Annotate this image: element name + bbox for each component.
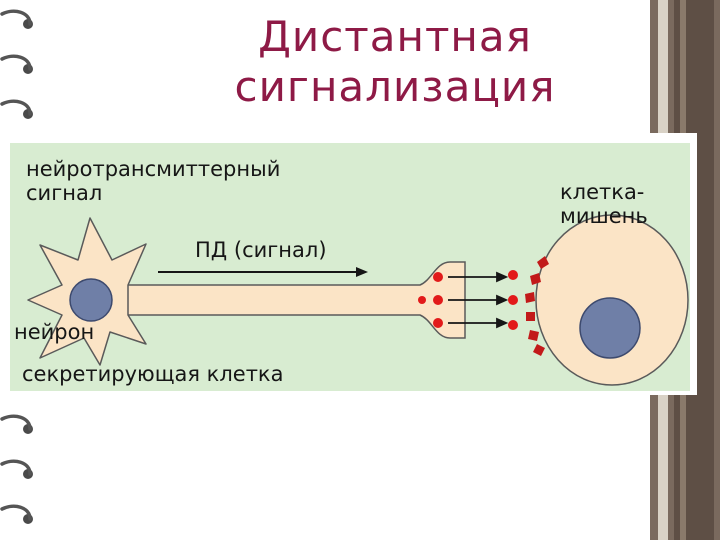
- binding-ring: [0, 459, 32, 476]
- slide-title: Дистантная сигнализация: [200, 12, 590, 112]
- neuron-label: нейрон: [14, 320, 95, 344]
- neurotransmitter-group: [508, 270, 518, 330]
- receptor: [525, 292, 535, 303]
- receptor: [533, 344, 545, 356]
- binding-ring: [0, 54, 32, 71]
- target-cell-line-2: мишень: [560, 204, 648, 228]
- binding-ring: [0, 99, 32, 116]
- neurotransmitter: [508, 295, 518, 305]
- vesicle: [433, 272, 443, 282]
- target-nucleus: [579, 297, 641, 359]
- vesicle: [433, 295, 443, 305]
- vesicle: [418, 296, 426, 304]
- action-potential-arrowhead: [356, 267, 368, 277]
- signal-type-line-2: сигнал: [26, 181, 103, 205]
- title-line-1: Дистантная: [258, 12, 532, 61]
- vesicle: [433, 318, 443, 328]
- release-arrowhead: [496, 271, 509, 283]
- receptor-group: [525, 256, 549, 356]
- release-arrowhead: [496, 294, 509, 306]
- receptor: [537, 256, 549, 269]
- receptor: [530, 273, 541, 285]
- binding-ring: [0, 504, 32, 521]
- axon: [111, 261, 466, 339]
- binding-ring: [0, 414, 32, 431]
- receptor: [528, 330, 539, 341]
- binding-ring: [0, 9, 32, 26]
- signal-type-line-1: нейротрансмиттерный: [26, 157, 281, 181]
- target-cell-label: клетка- мишень: [560, 180, 648, 228]
- release-arrowhead: [496, 317, 509, 329]
- action-potential-label: ПД (сигнал): [195, 238, 327, 262]
- neurotransmitter: [508, 270, 518, 280]
- release-arrows: [448, 271, 509, 329]
- signal-type-label: нейротрансмиттерный сигнал: [26, 157, 280, 205]
- vesicle-group: [418, 272, 443, 328]
- receptor: [526, 312, 535, 321]
- target-cell-line-1: клетка-: [560, 180, 645, 204]
- title-line-2: сигнализация: [234, 62, 556, 111]
- secreting-cell-label: секретирующая клетка: [22, 362, 284, 386]
- neurotransmitter: [508, 320, 518, 330]
- neuron-nucleus: [69, 278, 113, 322]
